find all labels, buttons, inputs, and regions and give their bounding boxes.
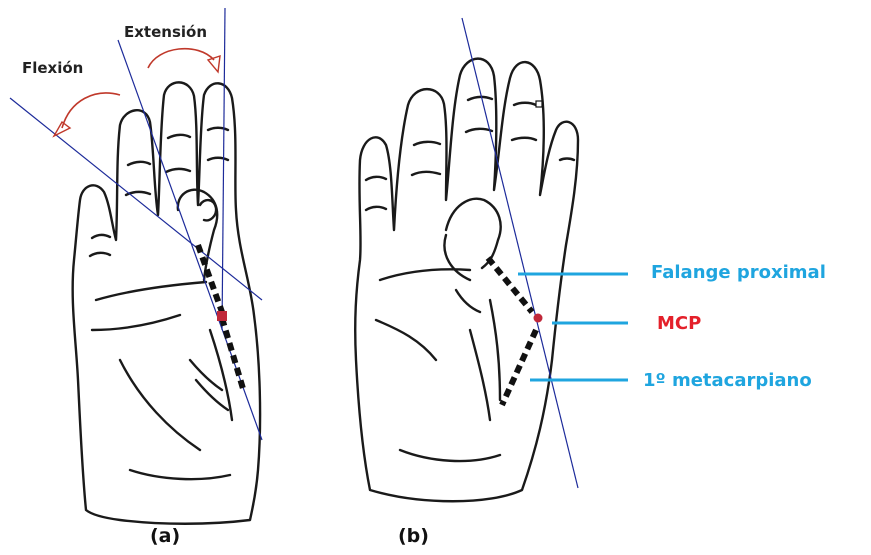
hand-a-mcp-joint xyxy=(217,311,227,321)
vertical-axis-line xyxy=(222,8,225,330)
hand-a-phalanx-dashes xyxy=(198,245,222,312)
mcp-label: MCP xyxy=(657,315,701,333)
falange-proximal-label: Falange proximal xyxy=(651,264,826,282)
hand-b-mcp-joint xyxy=(534,314,543,323)
extension-arrow-icon xyxy=(148,49,214,68)
caption-b: (b) xyxy=(398,527,429,546)
hand-a-drawing xyxy=(73,82,260,523)
hand-b-marker xyxy=(536,101,542,107)
hand-b-phalanx-dashes xyxy=(488,258,532,312)
extension-label: Extensión xyxy=(124,25,207,40)
hand-b-axis-line xyxy=(462,18,578,488)
hand-b-drawing xyxy=(355,59,578,502)
metacarpiano-label: 1º metacarpiano xyxy=(643,372,812,390)
flexion-arrowhead-icon xyxy=(54,122,70,136)
hand-b-metacarpal-dashes xyxy=(502,330,536,405)
flexion-label: Flexión xyxy=(22,61,83,76)
extension-arrowhead-icon xyxy=(208,56,220,72)
flexion-arrow-icon xyxy=(62,93,120,128)
caption-a: (a) xyxy=(150,527,180,546)
